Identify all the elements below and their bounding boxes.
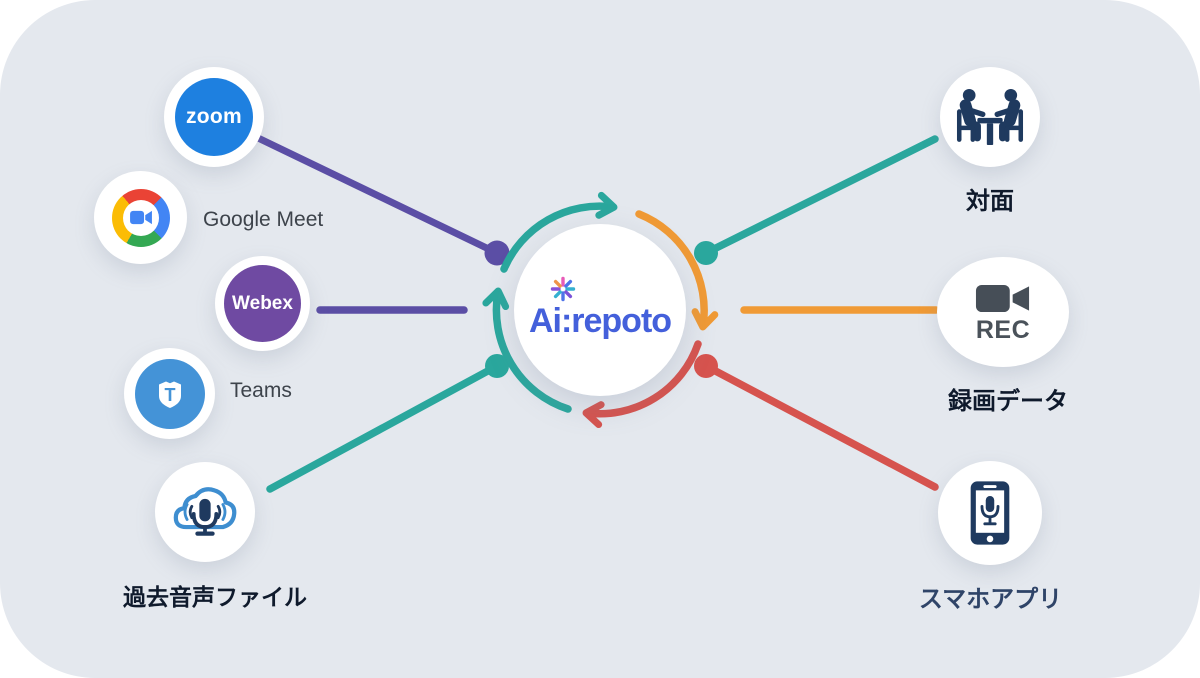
connector-zoom <box>252 133 501 257</box>
airepoto-logo: Ai:repoto <box>528 302 672 340</box>
rec-camera-icon <box>975 284 1030 312</box>
smartphone-mic-icon <box>970 481 1010 545</box>
audio-file-label: 過去音声ファイル <box>123 584 307 610</box>
face-to-face-label: 対面 <box>966 188 1014 215</box>
connector-endpoint-dot-taimen <box>694 241 718 265</box>
google-meet-icon-center <box>122 199 159 236</box>
google-meet-icon <box>111 188 170 247</box>
rec-node: REC <box>937 257 1069 367</box>
connector-phone <box>702 362 939 491</box>
cloud-mic-icon <box>173 487 237 536</box>
webex-logo-text: Webex <box>232 292 293 314</box>
rec-badge: REC <box>975 315 1031 344</box>
rec-label: 録画データ <box>948 388 1068 415</box>
face-to-face-node <box>940 67 1040 167</box>
smartphone-label: スマホアプリ <box>918 586 1063 613</box>
webex-logo: Webex <box>224 265 301 342</box>
connector-taimen <box>702 135 939 257</box>
cycle-arc-right-orange <box>635 210 719 331</box>
teams-shield-icon: T <box>158 381 181 408</box>
teams-label: Teams <box>230 379 292 402</box>
connector-audio <box>266 362 501 493</box>
connector-endpoint-dot-audio <box>485 354 509 378</box>
airepoto-spark-icon <box>550 276 576 302</box>
audio-file-node <box>155 462 255 562</box>
connector-endpoint-dot-phone <box>694 354 718 378</box>
webex-node: Webex <box>215 256 310 351</box>
teams-t-glyph: T <box>164 385 175 405</box>
google-meet-label: Google Meet <box>203 208 324 231</box>
teams-node: T <box>124 348 215 439</box>
zoom-logo-text: zoom <box>185 105 243 128</box>
zoom-node: zoom <box>164 67 264 167</box>
cycle-arc-bottom-red <box>582 340 702 429</box>
smartphone-node <box>938 461 1042 565</box>
google-meet-node <box>94 171 187 264</box>
cycle-arc-left-teal <box>482 287 572 413</box>
airepoto-hub: Ai:repoto <box>514 224 686 396</box>
meeting-table-icon <box>956 88 1024 146</box>
connector-endpoint-dot-zoom <box>484 240 510 266</box>
cycle-arc-top-teal <box>500 191 618 273</box>
video-camera-icon <box>129 210 152 225</box>
zoom-logo: zoom <box>175 78 253 156</box>
teams-logo: T <box>134 358 205 429</box>
